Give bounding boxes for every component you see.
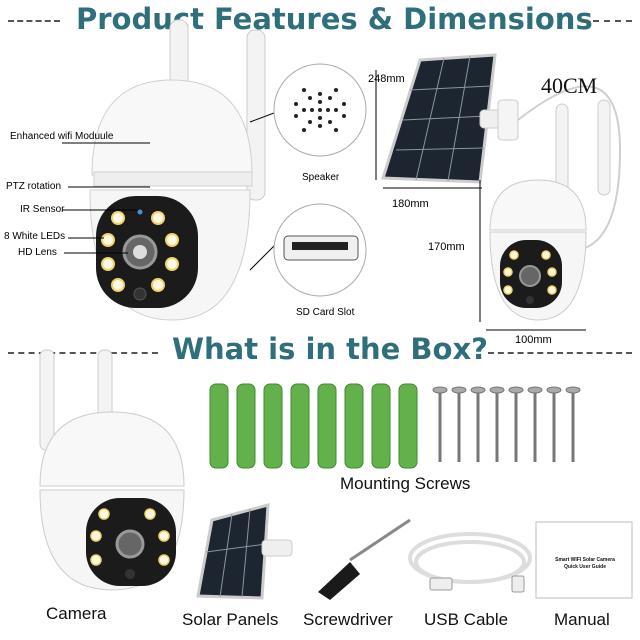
led-ring xyxy=(101,211,179,292)
manual-text: Smart WIFI Solar Camera Quick User Guide xyxy=(555,557,615,570)
box-divider-right xyxy=(488,352,632,354)
wall-anchors xyxy=(209,383,418,469)
cable xyxy=(517,85,622,252)
caption-camera: Camera xyxy=(46,604,107,623)
dim-camera-width: 100mm xyxy=(515,334,552,346)
label-wifi-module: Enhanced wifi Moduule xyxy=(10,131,114,142)
dim-panel-width: 180mm xyxy=(392,198,429,210)
header-divider-left xyxy=(8,20,60,22)
dim-cable-length: 40CM xyxy=(541,73,598,98)
label-hd-lens: HD Lens xyxy=(18,247,57,258)
ir-sensor xyxy=(137,209,143,215)
box-solar-panel xyxy=(196,503,270,600)
screwdriver xyxy=(318,518,411,600)
speaker-holes xyxy=(294,88,346,132)
caption-solar-panels: Solar Panels xyxy=(182,610,279,629)
camera-dome xyxy=(91,79,253,176)
box-title: What is in the Box? xyxy=(172,332,488,366)
label-sd-slot: SD Card Slot xyxy=(296,307,355,318)
label-ir-sensor: IR Sensor xyxy=(20,204,65,215)
caption-usb-cable: USB Cable xyxy=(424,610,509,629)
label-speaker: Speaker xyxy=(302,172,340,183)
page-title: Product Features & Dimensions xyxy=(76,2,593,36)
manual-booklet xyxy=(535,521,633,599)
caption-screwdriver: Screwdriver xyxy=(303,610,393,629)
label-ptz: PTZ rotation xyxy=(6,181,62,192)
dim-panel-height: 248mm xyxy=(368,73,405,85)
screws xyxy=(438,392,575,462)
usb-cable xyxy=(408,532,532,584)
label-mounting-screws: Mounting Screws xyxy=(340,474,471,493)
header-divider-right xyxy=(582,20,632,22)
label-leds: 8 White LEDs xyxy=(4,231,66,242)
dim-camera-height: 170mm xyxy=(428,241,465,253)
caption-manual: Manual xyxy=(554,610,610,629)
box-divider-left xyxy=(8,352,158,354)
